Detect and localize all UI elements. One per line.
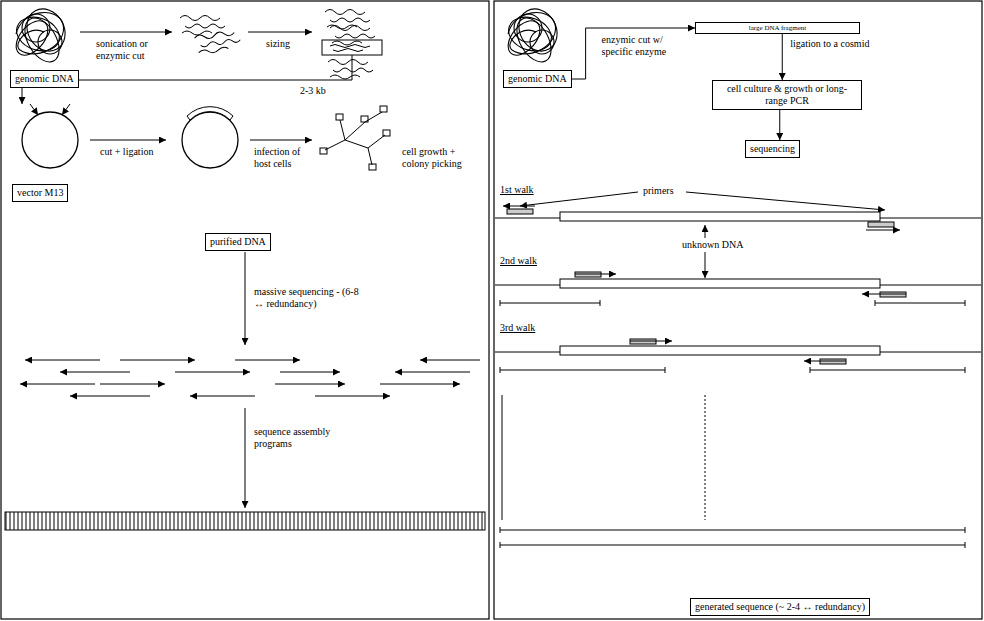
connector-arrow: [782, 34, 783, 80]
box-text: large DNA fragment: [696, 23, 859, 33]
step-label: sonication or enzymic cut: [96, 38, 168, 62]
callout-label: primers: [643, 185, 674, 197]
dna-fragment: large DNA fragment: [695, 22, 860, 34]
label-box: purified DNA: [205, 233, 271, 251]
process-box: cell culture & growth or long-range PCR: [712, 80, 862, 110]
box-text: generated sequence (~ 2-4 ↔ redundancy): [695, 601, 865, 613]
box-text: vector M13: [17, 187, 63, 199]
label-box: generated sequence (~ 2-4 ↔ redundancy): [690, 598, 870, 616]
box-text: sequencing: [750, 143, 795, 155]
step-label: cell growth + colony picking: [402, 146, 482, 170]
step-label: sizing: [266, 38, 290, 50]
step-label: cut + ligation: [100, 146, 153, 158]
box-text: cell culture & growth or long-range PCR: [717, 83, 857, 107]
step-label: sequence assembly programs: [254, 426, 339, 450]
label-box: vector M13: [12, 184, 68, 202]
label-box: genomic DNA: [10, 70, 79, 88]
step-label: massive sequencing - (6-8 ↔ redundancy): [254, 286, 369, 310]
size-label: 2-3 kb: [300, 85, 326, 97]
label-box: genomic DNA: [503, 70, 572, 88]
walk-label: 1st walk: [500, 184, 534, 196]
box-text: genomic DNA: [508, 73, 567, 85]
process-box: sequencing: [745, 140, 800, 158]
callout-label: unknown DNA: [680, 239, 745, 251]
box-text: purified DNA: [210, 236, 266, 248]
connector-arrow: [779, 110, 780, 140]
edge-label: enzymic cut w/ specific enzyme: [602, 34, 682, 58]
walk-label: 3rd walk: [500, 322, 535, 334]
box-text: genomic DNA: [15, 73, 74, 85]
step-label: infection of host cells: [254, 146, 316, 170]
connector-arrow: [572, 28, 695, 79]
walk-label: 2nd walk: [500, 255, 537, 267]
edge-label: ligation to a cosmid: [790, 38, 880, 50]
